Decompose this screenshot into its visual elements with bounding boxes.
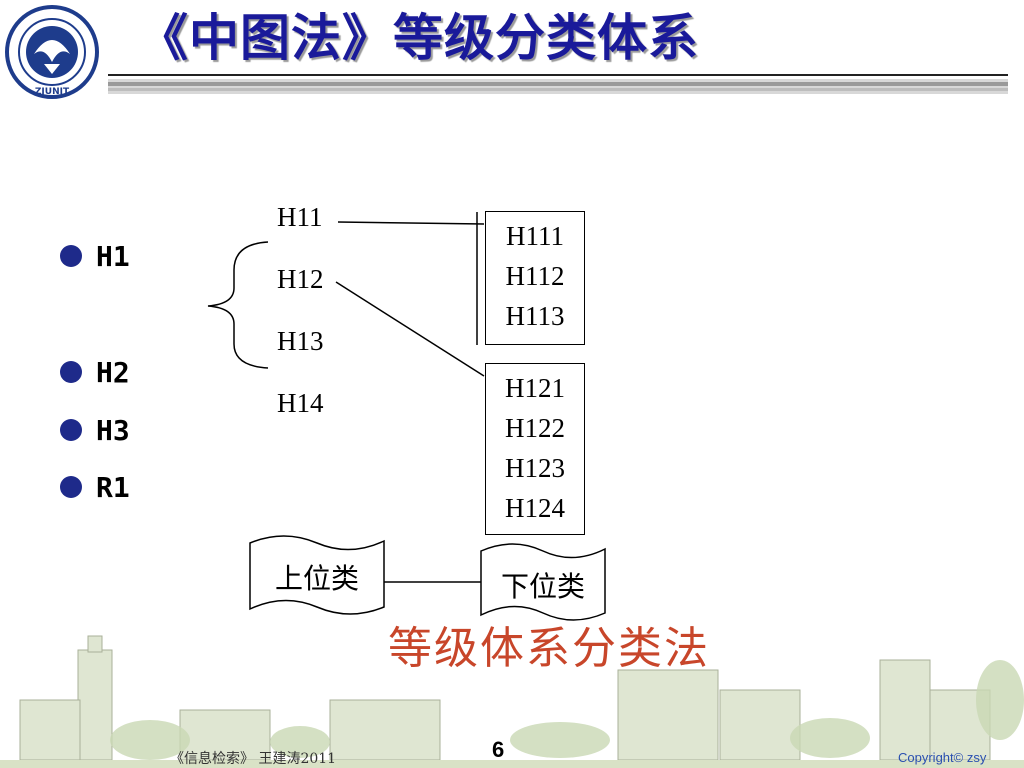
code-item: H124: [505, 493, 565, 523]
bullet-dot: [60, 245, 82, 267]
bullet-text: R1: [96, 470, 130, 504]
bullet-dot: [60, 476, 82, 498]
bullet-text: H2: [96, 355, 130, 389]
bullet-item: H1: [60, 236, 130, 276]
subclass-box-h11: H111 H112 H113: [485, 211, 585, 345]
curly-brace: [207, 241, 269, 369]
banner-upper-class: 上位类: [248, 533, 386, 617]
bullet-dot: [60, 361, 82, 383]
page-title: 《中图法》等级分类体系: [138, 9, 699, 67]
code-item: H112: [505, 261, 565, 291]
connector-h12: [335, 281, 485, 377]
campus-illustration: [0, 635, 1024, 768]
banner-lower-class: 下位类: [479, 541, 607, 621]
page-number: 6: [492, 737, 505, 762]
code-item: H123: [505, 453, 565, 483]
subclass-box-h12: H121 H122 H123 H124: [485, 363, 585, 535]
university-logo: ZJUNIT: [5, 5, 99, 99]
code-item: H111: [506, 221, 564, 251]
header-rule: [108, 74, 1008, 94]
bullet-item: H3: [60, 410, 130, 450]
bullet-item: H2: [60, 352, 130, 392]
code-item: H11: [277, 202, 323, 232]
copyright-text: Copyright© zsy: [898, 750, 987, 765]
code-item: H121: [505, 373, 565, 403]
banner-label: 下位类: [500, 570, 585, 603]
bullet-text: H3: [96, 413, 130, 447]
connector-h11: [337, 221, 485, 225]
code-item: H113: [505, 301, 565, 331]
svg-text:ZJUNIT: ZJUNIT: [35, 87, 70, 97]
caption-title: 等级体系分类法: [388, 623, 710, 674]
code-item: H14: [277, 388, 324, 418]
bullet-dot: [60, 419, 82, 441]
banner-shape: [480, 543, 606, 621]
banner-label: 上位类: [274, 562, 359, 595]
bullet-text: H1: [96, 239, 130, 273]
code-item: H122: [505, 413, 565, 443]
code-item: H12: [277, 264, 324, 294]
footer-course-label: 《信息检索》 王建涛2011: [170, 751, 337, 767]
bullet-item: R1: [60, 467, 130, 507]
banner-shape: [249, 535, 385, 615]
code-item: H13: [277, 326, 324, 356]
